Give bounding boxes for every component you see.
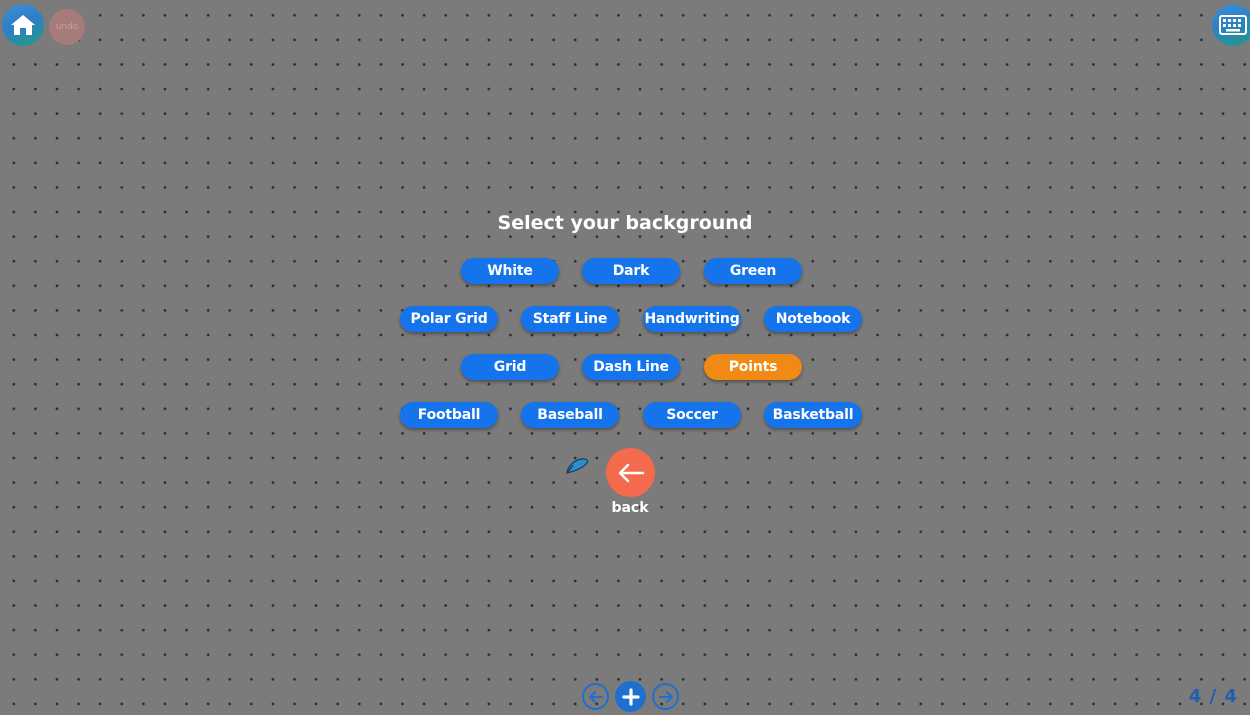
prev-page-button[interactable] [582, 683, 609, 710]
pen-cursor-icon [566, 458, 589, 474]
background-option-points[interactable]: Points [704, 354, 802, 380]
background-option-staff-line[interactable]: Staff Line [521, 306, 619, 332]
next-page-button[interactable] [652, 683, 679, 710]
plus-icon [621, 687, 640, 706]
page-indicator: 4 / 4 [1189, 686, 1238, 707]
background-option-baseball[interactable]: Baseball [521, 402, 619, 428]
total-pages: 4 [1224, 686, 1238, 707]
home-icon [11, 15, 35, 35]
background-option-white[interactable]: White [461, 258, 559, 284]
arrow-left-icon [588, 690, 603, 703]
undo-label: undo [55, 22, 79, 32]
back-button[interactable] [606, 448, 655, 497]
background-option-polar-grid[interactable]: Polar Grid [400, 306, 498, 332]
arrow-left-icon [618, 463, 644, 482]
add-page-button[interactable] [615, 681, 646, 712]
background-option-football[interactable]: Football [400, 402, 498, 428]
background-option-green[interactable]: Green [704, 258, 802, 284]
home-button[interactable] [2, 4, 44, 46]
back-label: back [611, 500, 649, 516]
panel-title: Select your background [497, 212, 753, 234]
background-option-basketball[interactable]: Basketball [764, 402, 862, 428]
background-option-notebook[interactable]: Notebook [764, 306, 862, 332]
current-page: 4 [1188, 686, 1203, 707]
undo-button[interactable]: undo [49, 9, 85, 45]
background-option-dash-line[interactable]: Dash Line [582, 354, 680, 380]
page-separator: / [1209, 686, 1218, 707]
background-option-handwriting[interactable]: Handwriting [643, 306, 741, 332]
keyboard-icon [1219, 15, 1247, 35]
keyboard-button[interactable] [1212, 4, 1250, 46]
background-option-soccer[interactable]: Soccer [643, 402, 741, 428]
arrow-right-icon [658, 690, 673, 703]
background-option-dark[interactable]: Dark [582, 258, 680, 284]
background-option-grid[interactable]: Grid [461, 354, 559, 380]
